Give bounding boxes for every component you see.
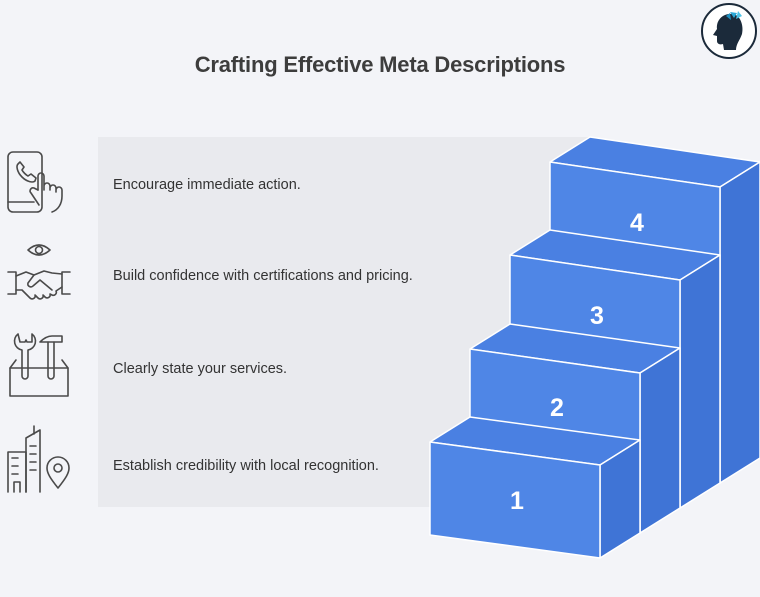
- step-3-side: [679, 254, 721, 509]
- toolbox-icon: [9, 333, 69, 397]
- handshake-eye-icon: [7, 244, 71, 300]
- step-1-number: 1: [510, 487, 524, 515]
- step-3-number: 3: [590, 302, 604, 330]
- page-title: Crafting Effective Meta Descriptions: [194, 52, 566, 77]
- step-1-front: [429, 441, 601, 559]
- avatar-logo-icon: [701, 3, 757, 59]
- step-2-label: Clearly state your services.: [113, 361, 288, 377]
- phone-tap-icon: [7, 151, 63, 213]
- step-4-side: [719, 161, 760, 484]
- step-2-side: [639, 347, 681, 534]
- step-4-label: Encourage immediate action.: [113, 177, 301, 193]
- building-location-icon: [7, 425, 70, 493]
- step-3-label: Build confidence with certifications and…: [113, 268, 413, 284]
- step-4-number: 4: [630, 209, 644, 237]
- step-1-label: Establish credibility with local recogni…: [113, 458, 379, 474]
- step-2-number: 2: [550, 394, 564, 422]
